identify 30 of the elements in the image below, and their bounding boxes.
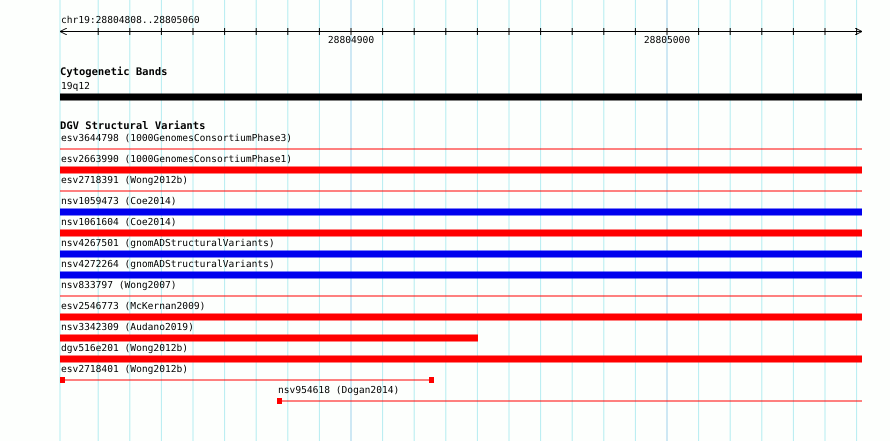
feature-label: nsv954618 (Dogan2014) <box>278 385 400 396</box>
variant-feature <box>60 196 862 216</box>
feature-label: nsv833797 (Wong2007) <box>61 280 177 291</box>
variant-feature <box>60 154 862 174</box>
feature-label: esv2718401 (Wong2012b) <box>61 364 188 375</box>
variant-feature <box>60 301 862 321</box>
variant-feature <box>60 259 862 279</box>
feature-label: nsv4272264 (gnomADStructuralVariants) <box>61 259 275 270</box>
feature-label: esv2663990 (1000GenomesConsortiumPhase1) <box>61 154 292 165</box>
variant-feature <box>60 343 862 363</box>
axis-tick-label: 28805000 <box>644 35 690 46</box>
feature-label: dgv516e201 (Wong2012b) <box>61 343 188 354</box>
feature-label: nsv4267501 (gnomADStructuralVariants) <box>61 238 275 249</box>
variant-feature <box>60 238 862 258</box>
feature-label: esv2546773 (McKernan2009) <box>61 301 206 312</box>
variant-feature <box>60 364 434 384</box>
feature-label: 19q12 <box>61 81 90 92</box>
feature-label: nsv1059473 (Coe2014) <box>61 196 177 207</box>
axis-tick-label: 28804900 <box>328 35 374 46</box>
feature-label: nsv1061604 (Coe2014) <box>61 217 177 228</box>
track-title: Cytogenetic Bands <box>60 67 168 78</box>
variant-feature <box>60 322 478 342</box>
track-title: DGV Structural Variants <box>60 121 206 132</box>
cytoband-feature <box>60 81 862 101</box>
feature-label: esv3644798 (1000GenomesConsortiumPhase3) <box>61 133 292 144</box>
coordinate-range-label: chr19:28804808..28805060 <box>61 15 200 26</box>
variant-feature <box>60 217 862 237</box>
variant-feature <box>277 385 862 405</box>
feature-label: esv2718391 (Wong2012b) <box>61 175 188 186</box>
feature-label: nsv3342309 (Audano2019) <box>61 322 194 333</box>
